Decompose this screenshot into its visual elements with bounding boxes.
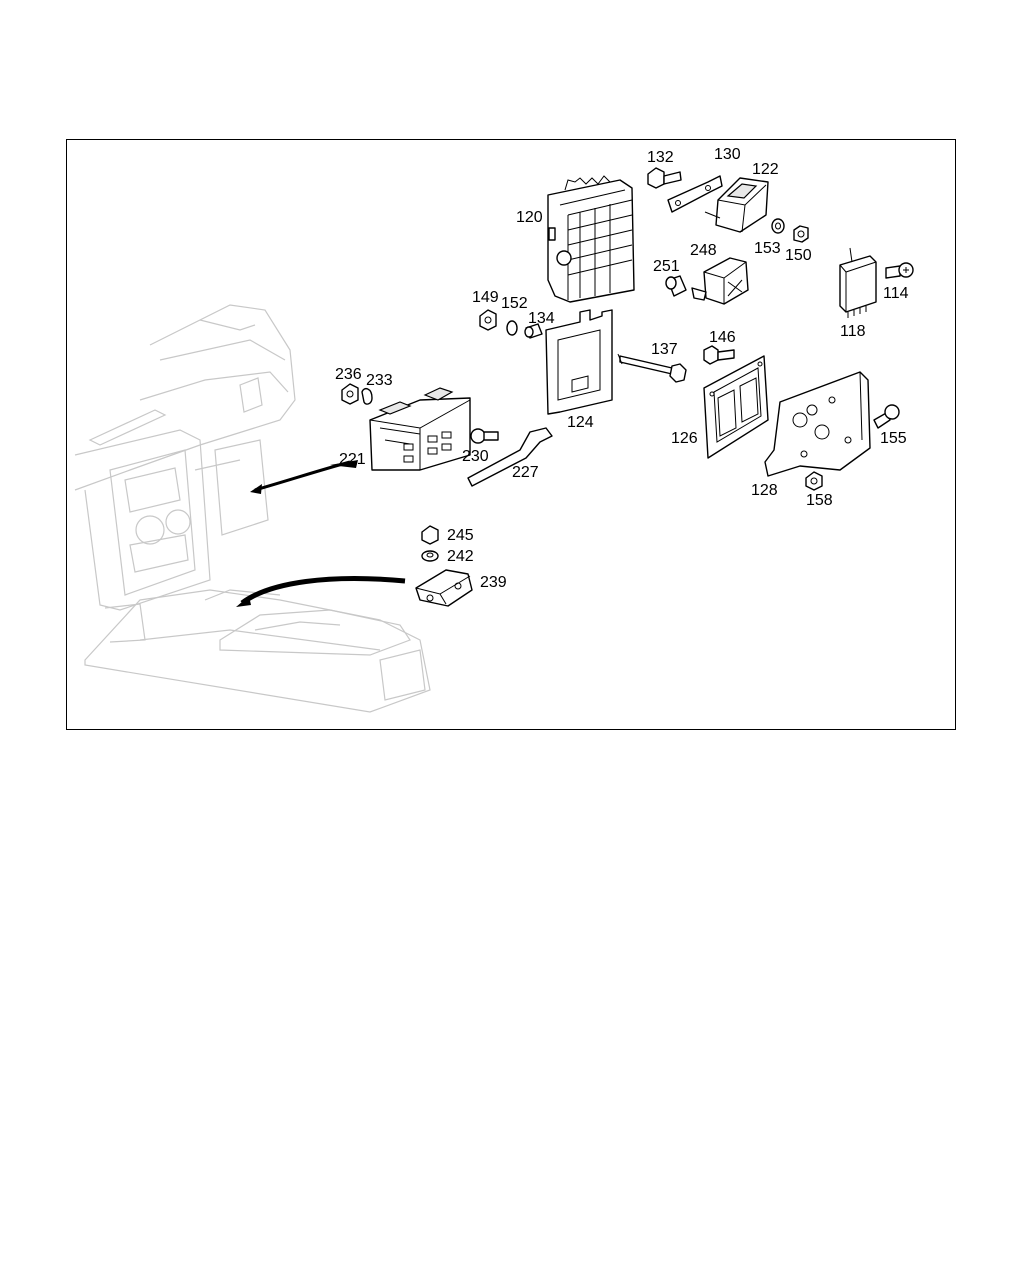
- part-132-bolt: [647, 167, 682, 189]
- part-251-bushing: [665, 275, 687, 297]
- part-230-screw: [470, 428, 499, 444]
- callout-124: 124: [567, 414, 594, 431]
- callout-227: 227: [512, 464, 539, 481]
- callout-233: 233: [366, 372, 393, 389]
- part-128-bracket: [764, 371, 871, 477]
- part-137-long-bolt: [617, 353, 687, 383]
- callout-150: 150: [785, 247, 812, 264]
- callout-labels: 132 130 122 120 153 150 248 251 114 118 …: [335, 146, 909, 591]
- part-233-washer: [361, 387, 373, 405]
- callout-248: 248: [690, 242, 717, 259]
- part-236-nut: [341, 383, 359, 405]
- part-126-plate: [703, 355, 769, 459]
- callout-153: 153: [754, 240, 781, 257]
- part-242-washer: [421, 550, 439, 562]
- callout-126: 126: [671, 430, 698, 447]
- callout-114: 114: [883, 285, 909, 302]
- dashboard-outline: [74, 304, 296, 611]
- callout-221: 221: [339, 451, 366, 468]
- part-155-screw: [873, 404, 900, 429]
- part-134-bushing: [524, 323, 543, 339]
- callout-155: 155: [880, 430, 907, 447]
- part-114-screw: [885, 262, 914, 279]
- part-122-relay: [704, 177, 769, 233]
- callout-239: 239: [480, 574, 507, 591]
- callout-128: 128: [751, 482, 778, 499]
- callout-230: 230: [462, 448, 489, 465]
- callout-251: 251: [653, 258, 680, 275]
- callout-236: 236: [335, 366, 362, 383]
- part-152-washer: [506, 320, 518, 336]
- part-120-control-unit: [547, 175, 635, 303]
- callout-152: 152: [501, 295, 528, 312]
- callout-149: 149: [472, 289, 499, 306]
- install-arrow-upper: [250, 460, 358, 494]
- part-239-sensor: [415, 569, 473, 607]
- part-221-fuse-box: [369, 387, 471, 471]
- part-149-nut: [479, 309, 497, 331]
- part-130-bracket: [667, 175, 723, 213]
- callout-242: 242: [447, 548, 474, 565]
- callout-132: 132: [647, 149, 674, 166]
- part-245-nut: [421, 525, 439, 545]
- callout-134: 134: [528, 310, 555, 327]
- install-arrow-lower: [236, 576, 406, 607]
- callout-120: 120: [516, 209, 543, 226]
- callout-130: 130: [714, 146, 741, 163]
- part-158-nut: [805, 471, 823, 491]
- callout-146: 146: [709, 329, 736, 346]
- callout-118: 118: [840, 323, 866, 340]
- part-146-screw: [703, 345, 735, 365]
- part-227-strap: [467, 427, 553, 487]
- callout-245: 245: [447, 527, 474, 544]
- callout-158: 158: [806, 492, 833, 509]
- callout-137: 137: [651, 341, 678, 358]
- part-124-mounting-frame: [545, 309, 613, 415]
- callout-122: 122: [752, 161, 779, 178]
- part-153-washer: [771, 218, 785, 234]
- part-150-nut: [793, 225, 809, 243]
- center-console-outline: [84, 589, 431, 713]
- part-248-relay: [691, 257, 749, 305]
- part-118-relay-module: [839, 247, 877, 318]
